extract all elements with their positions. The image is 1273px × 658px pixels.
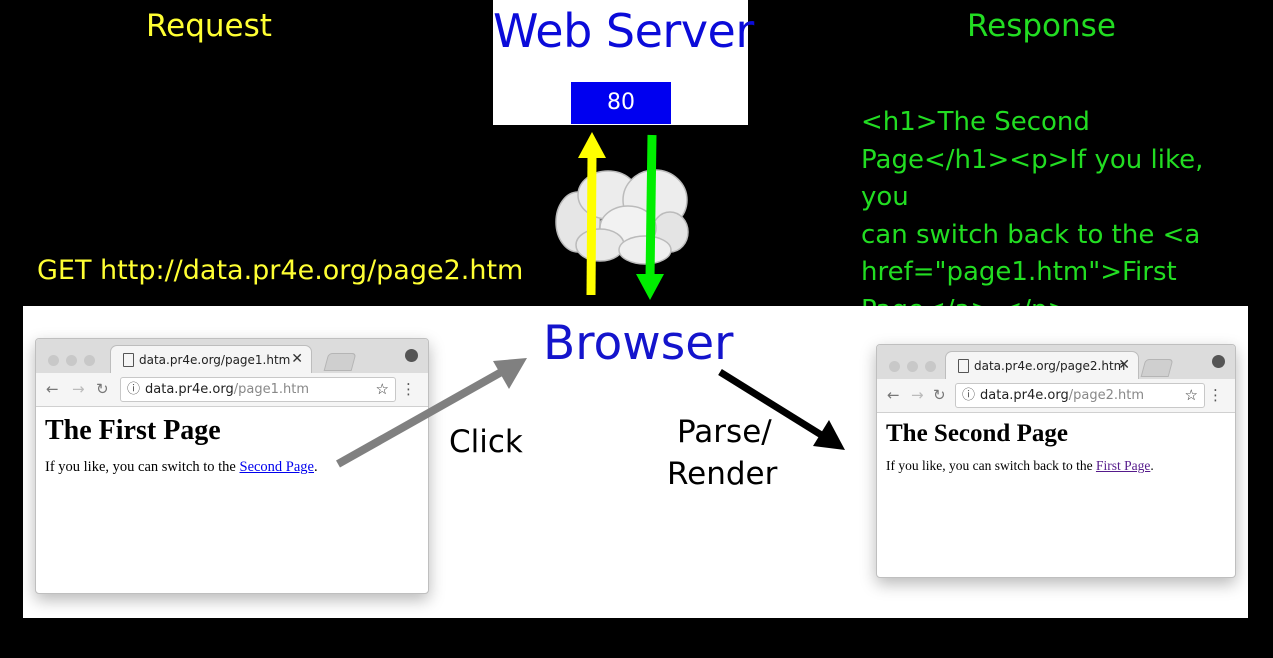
star-icon[interactable]: ☆ — [1184, 386, 1198, 404]
tab-bar: data.pr4e.org/page2.htm ✕ — [877, 345, 1235, 380]
tab-title: data.pr4e.org/page1.htm — [139, 353, 291, 367]
request-url: GET http://data.pr4e.org/page2.htm — [37, 255, 524, 286]
request-header: Request — [146, 8, 272, 44]
nav-bar: ← → ↻ ⓘ data.pr4e.org/page1.htm ☆ ⋮ — [36, 373, 428, 407]
web-server-title: Web Server — [493, 4, 754, 58]
response-html: <h1>The Second Page</h1><p>If you like, … — [861, 107, 1204, 325]
page-content: The Second Page If you like, you can swi… — [877, 420, 1235, 474]
page-text: If you like, you can switch to the Secon… — [45, 459, 318, 475]
response-arrow — [636, 134, 664, 300]
forward-icon[interactable]: → — [72, 380, 85, 398]
browser-window-page2: data.pr4e.org/page2.htm ✕ ← → ↻ ⓘ data.p… — [876, 344, 1236, 578]
menu-icon[interactable]: ⋮ — [401, 380, 416, 398]
url-domain: data.pr4e.org — [145, 382, 234, 397]
response-header: Response — [967, 8, 1116, 44]
click-label: Click — [449, 424, 523, 460]
port-80-box: 80 — [571, 82, 671, 124]
url-path: /page1.htm — [233, 382, 309, 397]
first-page-link[interactable]: First Page — [1095, 458, 1151, 473]
nav-bar: ← → ↻ ⓘ data.pr4e.org/page2.htm ☆ ⋮ — [877, 379, 1235, 413]
reload-icon[interactable]: ↻ — [933, 386, 946, 404]
request-arrow — [578, 132, 606, 296]
page-heading: The First Page — [45, 415, 221, 446]
profile-icon[interactable] — [405, 349, 418, 362]
browser-stage: Browser Click Parse/ Render data.pr4e.or… — [23, 306, 1248, 618]
parse-label: Parse/ — [677, 414, 772, 450]
info-icon: ⓘ — [962, 388, 976, 403]
close-icon[interactable]: ✕ — [291, 351, 303, 367]
page-heading: The Second Page — [886, 420, 1068, 447]
reload-icon[interactable]: ↻ — [96, 380, 109, 398]
window-controls[interactable] — [48, 351, 102, 370]
web-server-box: Web Server 80 — [493, 0, 754, 125]
forward-icon[interactable]: → — [911, 386, 924, 404]
document-icon — [958, 359, 969, 373]
star-icon[interactable]: ☆ — [375, 380, 389, 398]
url-path: /page2.htm — [1068, 388, 1144, 403]
menu-icon[interactable]: ⋮ — [1208, 386, 1223, 404]
browser-label: Browser — [543, 316, 734, 371]
stage-arrows — [336, 358, 845, 468]
render-arrow — [718, 369, 845, 450]
tab-title: data.pr4e.org/page2.htm — [974, 359, 1126, 373]
page-text: If you like, you can switch back to the … — [886, 458, 1154, 473]
browser-window-page1: data.pr4e.org/page1.htm ✕ ← → ↻ ⓘ data.p… — [35, 338, 429, 594]
window-controls[interactable] — [889, 357, 943, 376]
back-icon[interactable]: ← — [46, 380, 59, 398]
document-icon — [123, 353, 134, 367]
render-label: Render — [667, 456, 778, 492]
cloud-icon — [555, 169, 689, 265]
back-icon[interactable]: ← — [887, 386, 900, 404]
tab-page2[interactable]: data.pr4e.org/page2.htm ✕ — [945, 351, 1139, 380]
page-content: The First Page If you like, you can swit… — [36, 415, 428, 476]
click-arrow — [336, 358, 527, 468]
second-page-link[interactable]: Second Page — [239, 459, 315, 475]
address-bar[interactable]: ⓘ data.pr4e.org/page1.htm ☆ — [120, 377, 396, 402]
tab-bar: data.pr4e.org/page1.htm ✕ — [36, 339, 428, 374]
profile-icon[interactable] — [1212, 355, 1225, 368]
info-icon: ⓘ — [127, 382, 141, 397]
address-bar[interactable]: ⓘ data.pr4e.org/page2.htm ☆ — [955, 383, 1205, 408]
tab-page1[interactable]: data.pr4e.org/page1.htm ✕ — [110, 345, 312, 374]
url-domain: data.pr4e.org — [980, 388, 1069, 403]
close-icon[interactable]: ✕ — [1118, 357, 1130, 373]
